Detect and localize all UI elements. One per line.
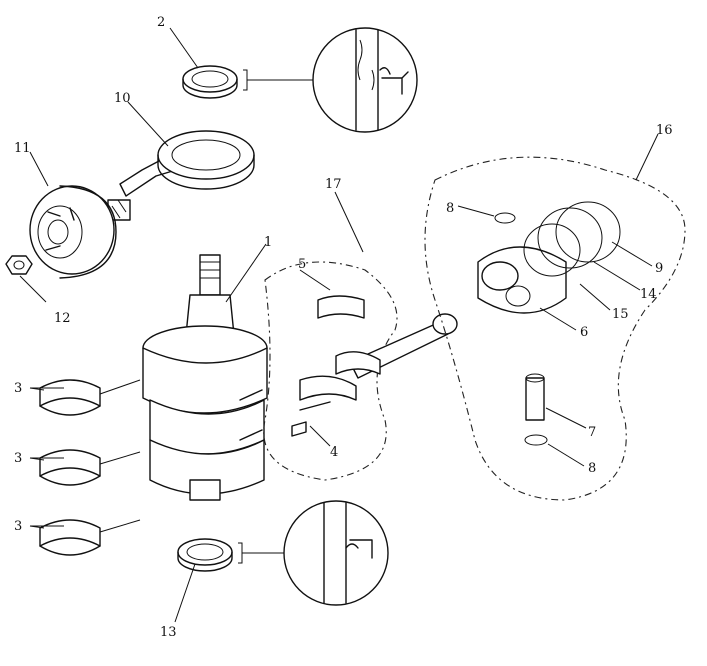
flywheel <box>29 185 117 279</box>
piston-group <box>424 156 686 501</box>
callout-11: 11 <box>14 141 31 156</box>
callout-14: 14 <box>640 287 657 302</box>
bearing-shell-1 <box>39 379 101 416</box>
callout-16: 16 <box>656 123 673 138</box>
callout-13: 13 <box>160 625 177 640</box>
callout-3a: 3 <box>14 381 22 396</box>
leader-lines <box>19 27 659 623</box>
callout-1: 1 <box>264 235 272 250</box>
callout-10: 10 <box>114 91 131 106</box>
callout-17: 17 <box>325 177 342 192</box>
callout-8b: 8 <box>588 461 596 476</box>
callout-12: 12 <box>54 311 71 326</box>
bearing-shell-2 <box>39 449 101 486</box>
callout-8a: 8 <box>446 201 454 216</box>
callout-9: 9 <box>655 261 663 276</box>
callout-3c: 3 <box>14 519 22 534</box>
callout-2: 2 <box>157 15 165 30</box>
connecting-rod-group <box>263 261 458 481</box>
oil-seal-upper <box>182 65 238 99</box>
callout-6: 6 <box>580 325 588 340</box>
oil-seal-detail-upper <box>243 27 418 133</box>
oil-seal-lower <box>177 538 233 572</box>
callout-5: 5 <box>298 257 306 272</box>
crankshaft <box>142 254 268 501</box>
nut <box>5 255 33 275</box>
oil-seal-detail-lower <box>238 500 389 606</box>
bearing-shell-3 <box>39 519 101 556</box>
callout-3b: 3 <box>14 451 22 466</box>
callout-4: 4 <box>330 445 338 460</box>
callout-7: 7 <box>588 425 596 440</box>
connecting-rod-upper <box>105 130 255 225</box>
callout-15: 15 <box>612 307 629 322</box>
